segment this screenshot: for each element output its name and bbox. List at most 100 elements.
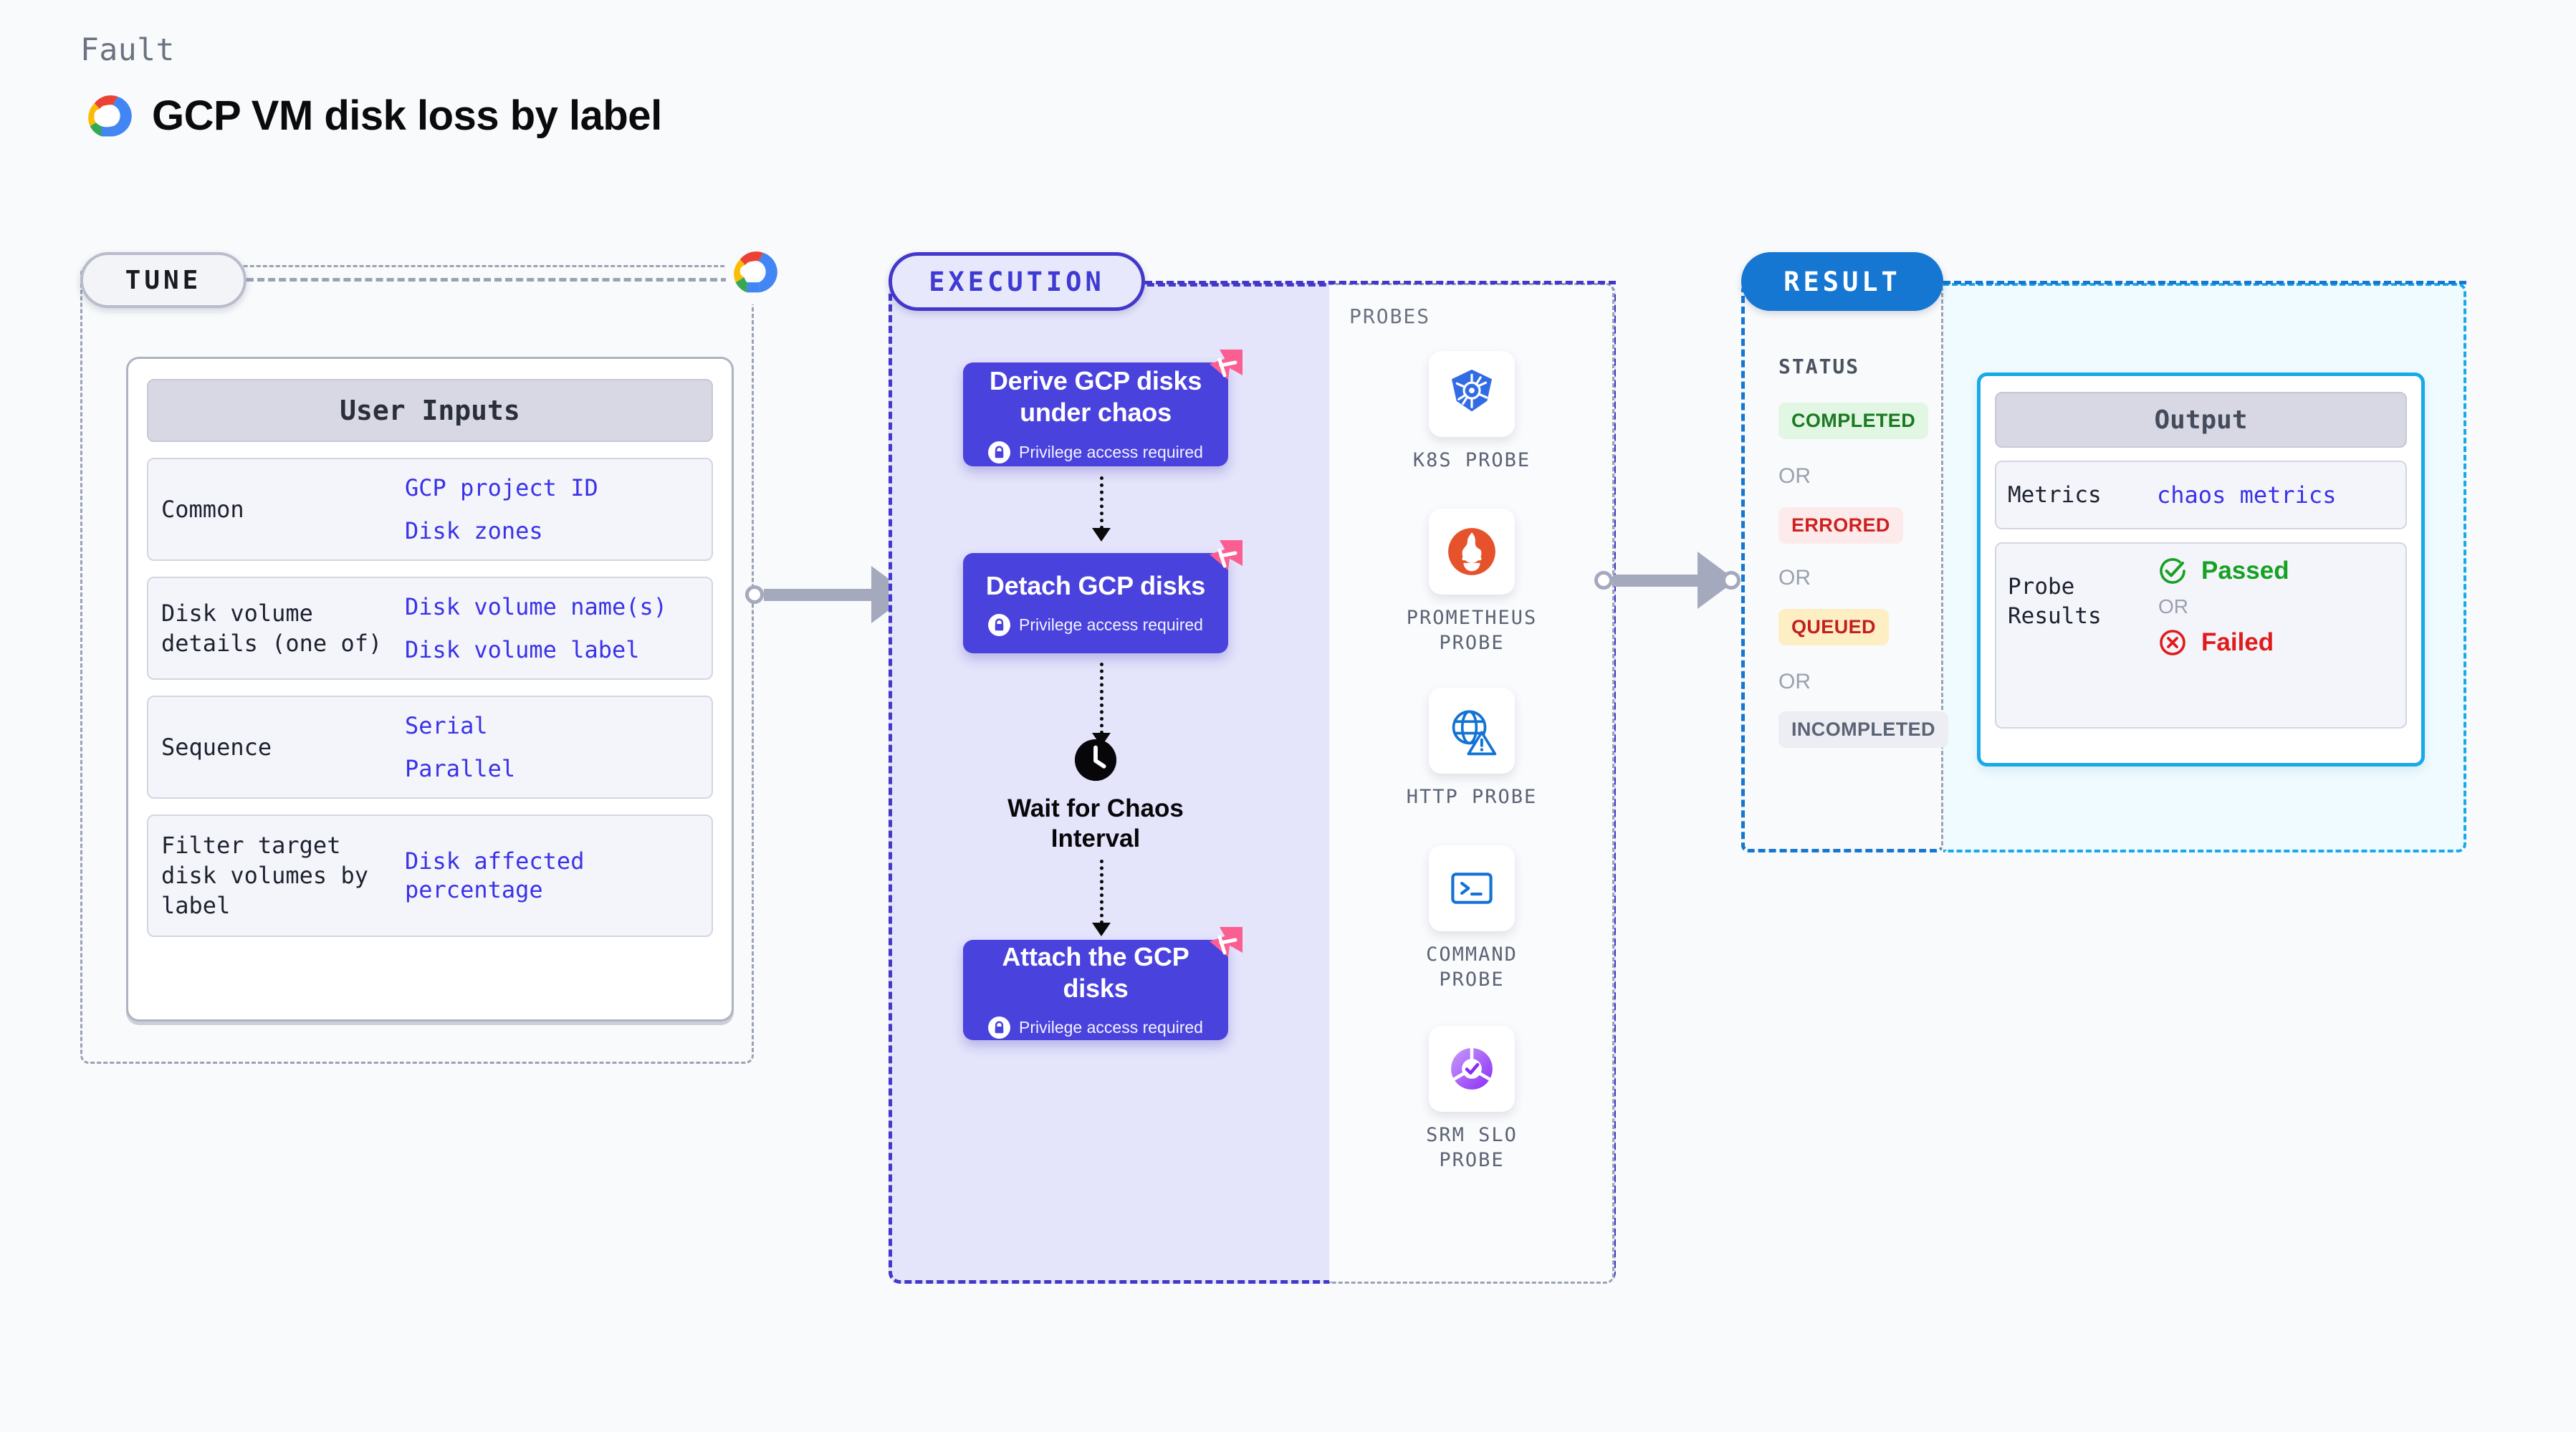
execution-stage-badge[interactable]: EXECUTION <box>889 252 1145 311</box>
row-values: GCP project ID Disk zones <box>405 474 598 545</box>
probe-label: PROMETHEUS PROBE <box>1406 607 1538 654</box>
probe-item-http[interactable]: HTTP PROBE <box>1392 688 1551 810</box>
lock-icon <box>988 1017 1011 1039</box>
connector-line <box>764 588 873 601</box>
connector-start-dot <box>745 585 764 604</box>
flow-arrow-down <box>1092 860 1111 936</box>
passed-label: Passed <box>2201 557 2289 585</box>
connector-start-dot <box>1594 571 1613 590</box>
chaos-ribbon-icon <box>1191 921 1248 979</box>
arrow-line <box>1099 663 1103 734</box>
probe-item-k8s[interactable]: K8S PROBE <box>1392 351 1551 474</box>
connector-end-dot <box>1722 571 1741 590</box>
wait-for-chaos-interval: Wait for Chaos Interval <box>963 738 1228 854</box>
row-key: Filter target disk volumes by label <box>161 832 368 920</box>
card-subtitle: Privilege access required <box>1019 1018 1203 1037</box>
probe-item-prometheus[interactable]: PROMETHEUS PROBE <box>1392 509 1551 655</box>
execution-card[interactable]: Attach the GCP disks Privilege access re… <box>963 927 1242 1040</box>
google-cloud-logo-icon <box>80 92 133 140</box>
lock-icon <box>988 614 1011 637</box>
card-title: Detach GCP disks <box>985 570 1206 600</box>
card-subtitle-row: Privilege access required <box>988 441 1203 463</box>
table-row: Filter target disk volumes by label Disk… <box>147 814 713 937</box>
row-key: Metrics <box>2008 481 2102 508</box>
probe-label: COMMAND PROBE <box>1426 943 1518 991</box>
probe-label: SRM SLO PROBE <box>1426 1124 1518 1171</box>
execution-leader-line <box>1145 281 1616 284</box>
user-inputs-title: User Inputs <box>147 379 713 442</box>
card-title: Attach the GCP disks <box>1002 941 1189 1003</box>
probe-item-srm-slo[interactable]: SRM SLO PROBE <box>1392 1026 1551 1173</box>
probe-result-failed: Failed <box>2157 627 2289 658</box>
row-value[interactable]: Disk zones <box>405 517 543 544</box>
tune-region <box>80 265 754 1064</box>
arrow-head-icon <box>1092 528 1111 542</box>
card-title: Derive GCP disks under chaos <box>989 366 1202 427</box>
result-leader-line <box>1943 281 2466 284</box>
page-kicker: Fault <box>80 32 175 68</box>
page-title: GCP VM disk loss by label <box>152 92 662 139</box>
probes-region <box>1329 283 1614 1284</box>
table-row: Disk volume details (one of) Disk volume… <box>147 577 713 680</box>
http-globe-warning-icon <box>1429 688 1515 774</box>
row-values: chaos metrics <box>2157 481 2336 509</box>
failed-label: Failed <box>2201 628 2274 656</box>
output-title: Output <box>1995 392 2407 448</box>
row-key: Disk volume details (one of) <box>161 599 383 657</box>
row-values: Disk affected percentage <box>405 847 699 904</box>
connector-execution-to-result <box>1594 552 1741 609</box>
kubernetes-icon <box>1429 351 1515 437</box>
row-value[interactable]: GCP project ID <box>405 474 598 501</box>
probes-title: PROBES <box>1349 304 1431 328</box>
flow-arrow-down <box>1092 476 1111 542</box>
row-value[interactable]: Parallel <box>405 755 516 782</box>
arrow-line <box>1099 476 1103 529</box>
status-badge: QUEUED <box>1778 609 1889 645</box>
status-or-label: OR <box>1778 464 1811 488</box>
status-badge: INCOMPLETED <box>1778 711 1948 748</box>
row-key: Probe Results <box>2008 574 2102 629</box>
table-row: Common GCP project ID Disk zones <box>147 458 713 561</box>
row-value[interactable]: Disk volume name(s) <box>405 593 668 620</box>
terminal-icon <box>1429 845 1515 931</box>
lock-icon <box>988 441 1011 463</box>
result-status-region <box>1741 283 1943 852</box>
connector-line <box>1613 574 1699 587</box>
flow-arrow-down <box>1092 663 1111 746</box>
probe-result-passed: Passed <box>2157 555 2289 587</box>
srm-slo-icon <box>1429 1026 1515 1112</box>
execution-card[interactable]: Derive GCP disks under chaos Privilege a… <box>963 350 1242 466</box>
status-or-label: OR <box>1778 670 1811 693</box>
arrow-head-icon <box>1092 923 1111 936</box>
output-card: Output Metrics chaos metrics Probe Resul… <box>1977 373 2425 767</box>
row-value[interactable]: Serial <box>405 712 488 739</box>
probe-label: HTTP PROBE <box>1406 786 1538 808</box>
row-value[interactable]: chaos metrics <box>2157 481 2337 509</box>
tune-google-cloud-logo-icon <box>726 249 785 304</box>
execution-card[interactable]: Detach GCP disks Privilege access requir… <box>963 540 1242 653</box>
row-value[interactable]: Disk affected percentage <box>405 847 585 904</box>
row-values: Serial Parallel <box>405 711 515 783</box>
status-title: STATUS <box>1778 355 1860 378</box>
row-key: Common <box>161 495 244 523</box>
x-circle-icon <box>2157 627 2188 658</box>
probe-result-or-label: OR <box>2158 595 2188 618</box>
probe-item-command[interactable]: COMMAND PROBE <box>1392 845 1551 992</box>
table-row: Probe Results Passed OR <box>1995 542 2407 729</box>
arrow-line <box>1099 860 1103 924</box>
tune-stage-badge[interactable]: TUNE <box>80 252 246 308</box>
row-key: Sequence <box>161 733 272 761</box>
prometheus-icon <box>1429 509 1515 595</box>
card-subtitle: Privilege access required <box>1019 442 1203 461</box>
page-header: GCP VM disk loss by label <box>80 92 662 140</box>
result-stage-badge[interactable]: RESULT <box>1741 252 1943 311</box>
wait-label: Wait for Chaos Interval <box>1007 794 1184 852</box>
status-badge: ERRORED <box>1778 507 1903 544</box>
card-subtitle-row: Privilege access required <box>988 1017 1203 1039</box>
card-subtitle-row: Privilege access required <box>988 614 1203 637</box>
row-value[interactable]: Disk volume label <box>405 636 640 663</box>
chaos-ribbon-icon <box>1191 534 1248 592</box>
clock-icon <box>963 738 1228 782</box>
status-or-label: OR <box>1778 566 1811 590</box>
